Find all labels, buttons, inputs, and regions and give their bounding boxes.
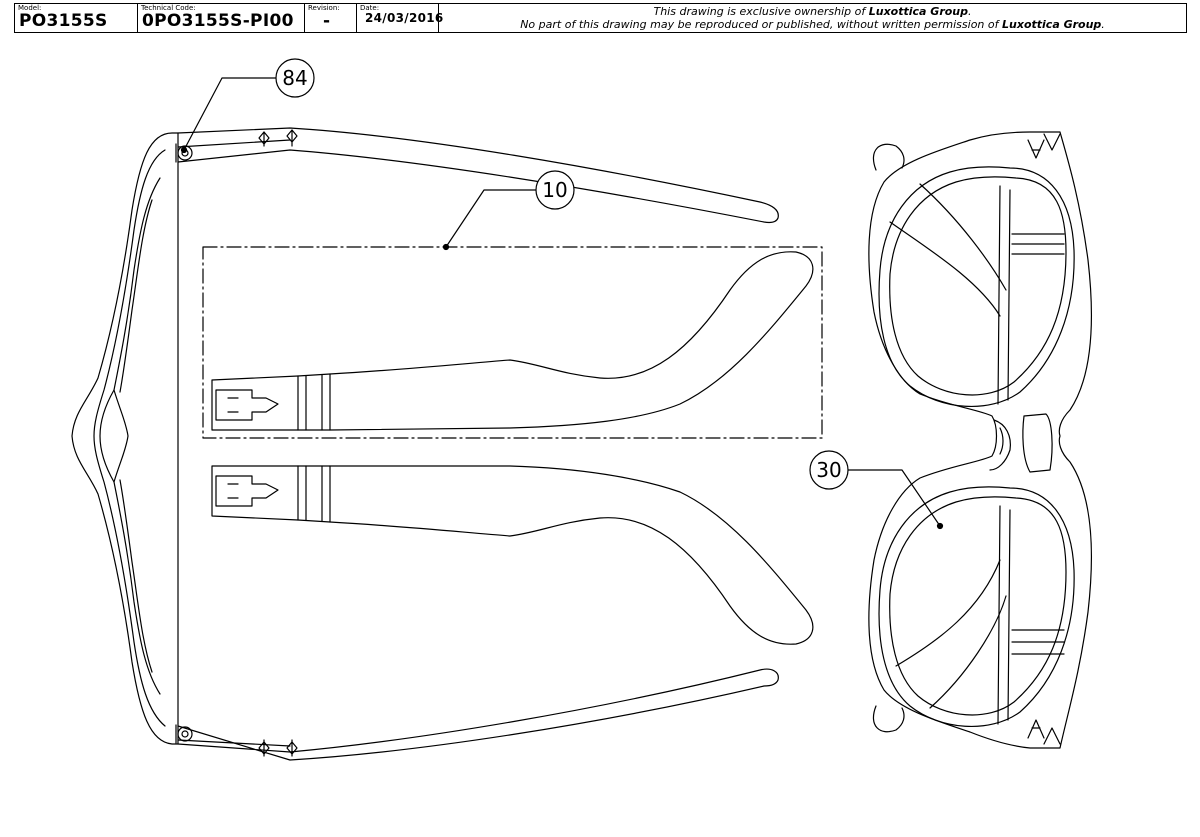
ownership-notice: This drawing is exclusive ownership of L… <box>439 4 1186 32</box>
revision-value: - <box>323 11 331 31</box>
date-value: 24/03/2016 <box>365 11 444 25</box>
temple-side-view-lower <box>211 465 814 645</box>
title-block: Model: PO3155S Technical Code: 0PO3155S-… <box>14 3 1187 33</box>
front-view-frame <box>868 131 1093 749</box>
front-view-lens-upper-outline <box>878 486 1075 727</box>
front-view-lens-upper <box>878 166 1075 407</box>
date-cell: Date: 24/03/2016 <box>357 4 443 32</box>
callout-30 <box>809 450 944 530</box>
date-caption: Date: <box>360 4 380 12</box>
technical-code-cell: Technical Code: 0PO3155S-PI00 <box>138 4 305 32</box>
callout-label-30: 30 <box>816 458 841 482</box>
temple-top-view-upper <box>177 127 779 224</box>
temple-top-view-lower <box>177 668 779 761</box>
model-caption: Model: <box>18 4 42 12</box>
revision-cell: Revision: - <box>305 4 357 32</box>
ownership-line: This drawing is exclusive ownership of L… <box>653 5 972 18</box>
technical-code-value: 0PO3155S-PI00 <box>142 11 294 31</box>
reproduction-line: No part of this drawing may be reproduce… <box>520 18 1105 31</box>
ownership-company: Luxottica Group <box>868 5 969 18</box>
callout-10 <box>442 170 575 251</box>
detail-box <box>202 246 823 439</box>
callout-label-84: 84 <box>282 66 307 90</box>
revision-caption: Revision: <box>308 4 340 12</box>
frame-top-view <box>71 132 193 745</box>
callout-label-10: 10 <box>542 178 567 202</box>
model-cell: Model: PO3155S <box>15 4 138 32</box>
callout-84 <box>180 58 315 154</box>
technical-code-caption: Technical Code: <box>141 4 196 12</box>
reproduction-company: Luxottica Group <box>1002 18 1102 31</box>
model-value: PO3155S <box>19 11 108 31</box>
temple-side-view-upper <box>211 251 814 431</box>
